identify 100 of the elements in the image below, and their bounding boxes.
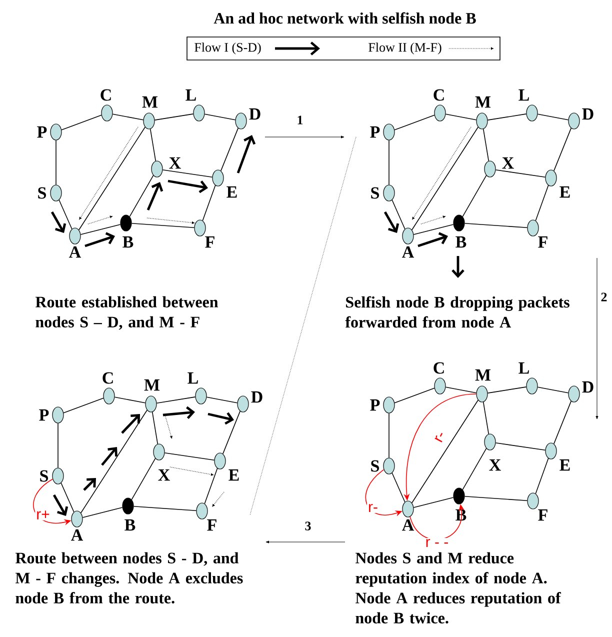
node-label: P — [370, 399, 380, 411]
network-node: C — [434, 362, 446, 394]
network-node: L — [188, 372, 207, 404]
node-label: M — [475, 96, 491, 108]
node-label: A — [69, 246, 82, 258]
link-line — [202, 184, 216, 222]
link-line — [61, 114, 102, 130]
caption-text: Nodes S and M reduce reputation index of node A. Node A reduces reputation of node B twice. — [356, 552, 561, 624]
node-label: F — [207, 519, 216, 531]
network-node: A — [402, 228, 414, 258]
link-line — [162, 169, 213, 178]
network-node: F — [527, 220, 548, 248]
network-node: L — [518, 89, 538, 122]
link-line — [164, 452, 215, 461]
network-node: M — [475, 369, 491, 402]
node-label: F — [538, 509, 548, 521]
step-number: 2 — [601, 292, 607, 302]
link-line — [462, 175, 487, 217]
link-line — [495, 169, 546, 178]
network-node: X — [484, 434, 501, 471]
link-line — [80, 224, 121, 235]
link-line — [112, 114, 144, 120]
link-line — [204, 114, 236, 120]
link-line — [464, 496, 528, 502]
network-node: B — [120, 214, 134, 248]
node-label: L — [518, 89, 529, 101]
link-line — [133, 506, 197, 511]
link-line — [482, 402, 490, 434]
network-node: F — [194, 220, 214, 248]
node-label: P — [370, 126, 380, 138]
network-node: L — [518, 362, 538, 394]
node-label: S — [371, 187, 380, 199]
link-line — [129, 175, 154, 217]
link-line — [63, 398, 104, 414]
node-label: E — [228, 469, 239, 481]
link-line — [60, 482, 74, 512]
link-line — [535, 458, 549, 494]
network-node: C — [102, 372, 115, 404]
link-line — [131, 223, 195, 228]
edge-label: r- — [432, 429, 448, 445]
node-label: M — [475, 369, 491, 381]
node-label: S — [371, 460, 380, 472]
link-line — [462, 448, 487, 490]
network-node: S — [40, 468, 64, 484]
link-line — [412, 400, 478, 504]
link-line — [464, 223, 528, 228]
edge-label: r - - — [424, 538, 450, 548]
node-label: M — [142, 96, 158, 108]
network-node: D — [237, 391, 262, 412]
network-node: B — [122, 498, 136, 531]
node-label: D — [582, 381, 594, 393]
network-node: D — [568, 108, 594, 130]
link-line — [82, 507, 123, 518]
legend-label: Flow I (S-D) — [194, 42, 261, 54]
node-label: S — [40, 470, 48, 482]
link-line — [445, 386, 477, 394]
node-label: C — [100, 89, 111, 101]
node-label: D — [251, 391, 262, 403]
link-line — [150, 128, 156, 162]
node-label: L — [188, 372, 198, 384]
node-label: P — [37, 126, 47, 138]
link-line — [114, 396, 146, 404]
node-label: F — [205, 236, 214, 248]
node-label: C — [102, 372, 113, 384]
link-line — [78, 126, 146, 230]
network-node: A — [402, 500, 414, 531]
network-node: A — [69, 228, 82, 258]
caption-text: Selfish node B dropping packets forwarded from node A — [345, 296, 570, 328]
node-label: M — [144, 379, 160, 391]
node-label: C — [434, 89, 444, 101]
link-line — [388, 140, 390, 186]
link-line — [535, 184, 549, 222]
link-line — [206, 396, 238, 404]
link-line — [445, 114, 477, 120]
link-line — [204, 468, 218, 504]
link-line — [80, 410, 148, 514]
network-node: L — [186, 89, 205, 122]
link-line — [388, 412, 390, 458]
network-node: S — [371, 458, 395, 474]
network-node: E — [214, 452, 239, 481]
network-node: X — [153, 444, 170, 481]
node-label: E — [560, 459, 570, 471]
node-label: L — [518, 362, 529, 374]
network-node: E — [545, 442, 570, 471]
network-node: C — [100, 89, 113, 122]
network-node: A — [71, 510, 84, 541]
node-label: A — [71, 529, 84, 541]
link-line — [152, 412, 158, 444]
link-line — [537, 386, 569, 394]
node-label: A — [402, 246, 414, 258]
node-label: X — [158, 469, 170, 481]
network-node: E — [212, 170, 237, 198]
link-line — [222, 410, 240, 454]
link-line — [554, 400, 572, 444]
caption-text: Route established between nodes S – D, and M - F — [35, 296, 218, 330]
node-label: F — [538, 236, 548, 248]
network-node: P — [39, 406, 64, 424]
network-node: D — [235, 108, 260, 130]
network-node: X — [484, 157, 514, 178]
link-line — [394, 388, 435, 404]
